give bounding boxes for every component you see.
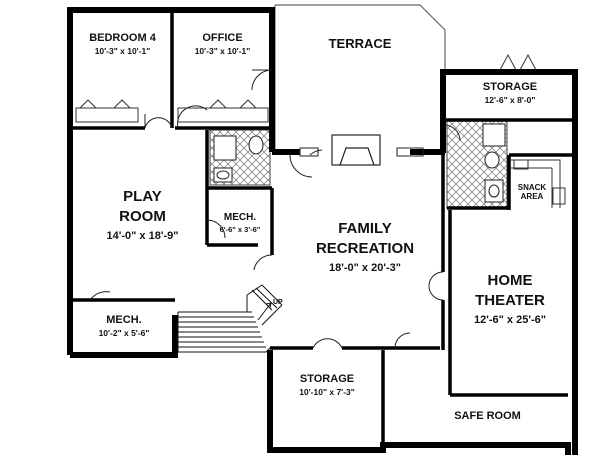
stairs-label: UP	[273, 299, 283, 306]
room-mech-center: MECH. 6'-6" x 3'-6"	[209, 212, 271, 234]
room-mech-left-name: MECH.	[106, 314, 142, 326]
room-mech-left: MECH. 10'-2" x 5'-6"	[75, 314, 173, 338]
snack-counter	[510, 159, 566, 208]
room-safe-room-name: SAFE ROOM	[454, 410, 521, 422]
room-home-theater-name-line1: HOME	[487, 272, 533, 289]
windows	[299, 147, 424, 157]
room-play-room-dims: 14'-0" x 18'-9"	[106, 229, 179, 242]
room-office-name: OFFICE	[202, 32, 243, 44]
room-snack-area-name-line2: AREA	[520, 191, 544, 201]
room-storage-bottom: STORAGE 10'-10" x 7'-3"	[274, 373, 380, 397]
room-storage-top-name: STORAGE	[482, 81, 538, 93]
bathroom-tile	[209, 119, 508, 209]
room-home-theater-dims: 12'-6" x 25'-6"	[474, 313, 546, 326]
room-storage-bottom-dims: 10'-10" x 7'-3"	[299, 386, 355, 397]
room-mech-center-name: MECH.	[223, 212, 257, 223]
stairs-arrow-icon	[257, 302, 272, 321]
terrace-outline	[274, 4, 446, 150]
room-snack-area: SNACK AREA	[511, 183, 553, 202]
room-play-room: PLAY ROOM 14'-0" x 18'-9"	[80, 188, 205, 242]
room-storage-top: STORAGE 12'-6" x 8'-0"	[450, 81, 570, 105]
fireplace	[331, 134, 381, 166]
room-home-theater: HOME THEATER 12'-6" x 25'-6"	[452, 272, 568, 326]
room-storage-bottom-name: STORAGE	[299, 373, 355, 385]
room-bedroom-4-name: BEDROOM 4	[89, 32, 156, 44]
room-bedroom-4: BEDROOM 4 10'-3" x 10'-1"	[75, 32, 170, 56]
room-snack-area-name-line1: SNACK	[517, 183, 547, 192]
room-terrace-name: TERRACE	[328, 36, 392, 51]
room-mech-left-dims: 10'-2" x 5'-6"	[98, 327, 150, 338]
door-swings	[89, 69, 461, 349]
closet-symbols	[75, 53, 537, 123]
room-office: OFFICE 10'-3" x 10'-1"	[175, 32, 270, 56]
room-storage-top-dims: 12'-6" x 8'-0"	[484, 94, 536, 105]
room-family-recreation-name-line1: FAMILY	[338, 220, 392, 237]
room-family-recreation-dims: 18'-0" x 20'-3"	[329, 261, 401, 274]
room-office-dims: 10'-3" x 10'-1"	[194, 45, 251, 56]
room-terrace: TERRACE	[290, 36, 430, 52]
room-play-room-name-line2: ROOM	[119, 208, 166, 226]
interior-walls	[72, 10, 575, 445]
room-bedroom-4-dims: 10'-3" x 10'-1"	[94, 45, 151, 56]
room-safe-room: SAFE ROOM	[420, 410, 555, 423]
bath-fixtures	[213, 123, 506, 203]
room-family-recreation: FAMILY RECREATION 18'-0" x 20'-3"	[290, 220, 440, 274]
room-play-room-name-line1: PLAY	[123, 188, 162, 205]
room-home-theater-name-line2: THEATER	[475, 292, 545, 310]
room-family-recreation-name-line2: RECREATION	[315, 240, 415, 258]
room-mech-center-dims: 6'-6" x 3'-6"	[219, 224, 261, 234]
stairs	[177, 284, 283, 353]
